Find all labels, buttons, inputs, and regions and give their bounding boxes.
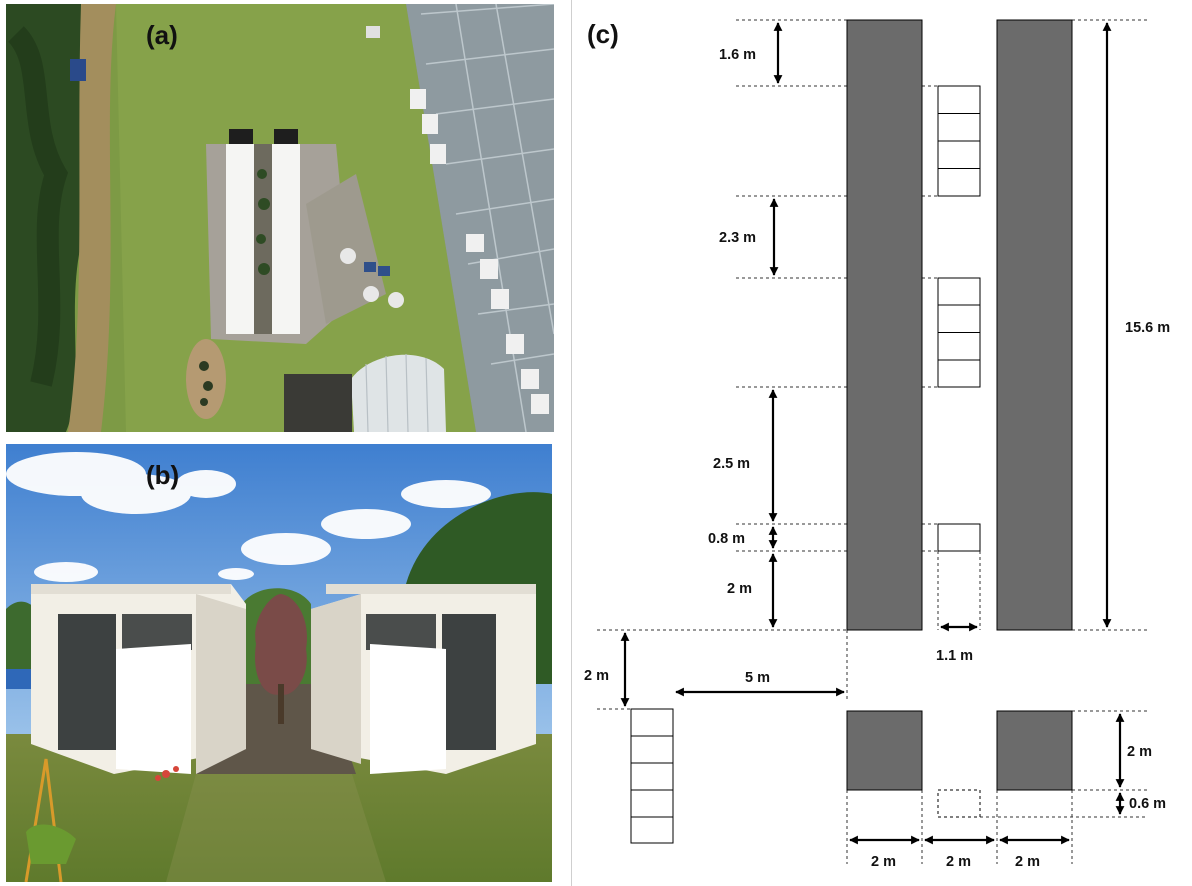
- right-wall: [996, 19, 1073, 631]
- dim-end-gap: 0.6 m: [1129, 796, 1166, 812]
- right-end-wall: [996, 710, 1073, 791]
- panel-a-label: (a): [146, 20, 178, 50]
- left-end-wall: [846, 710, 923, 791]
- dim-width-right: 2 m: [1015, 854, 1040, 870]
- ground-photo: (b): [6, 444, 552, 882]
- plot-block-2: [937, 277, 981, 388]
- plot-block-dashed: [937, 789, 981, 818]
- aerial-photo: (a): [6, 4, 554, 432]
- dim-width-mid: 2 m: [946, 854, 971, 870]
- plot-block-3: [937, 523, 981, 552]
- left-wall: [846, 19, 923, 631]
- dim-lower-offset-v: 2 m: [584, 668, 609, 684]
- dim-small-block: 0.8 m: [708, 531, 745, 547]
- panel-b-label: (b): [146, 460, 179, 490]
- plot-block-1: [937, 85, 981, 197]
- dim-bottom-gap: 2 m: [727, 581, 752, 597]
- dim-mid-gap-1: 2.3 m: [719, 230, 756, 246]
- diagram-canvas: (c): [584, 19, 1170, 870]
- dimension-arrows: [620, 22, 1125, 845]
- dim-block-width: 1.1 m: [936, 648, 973, 664]
- dim-lower-offset-h: 5 m: [745, 670, 770, 686]
- dim-total-length: 15.6 m: [1125, 320, 1170, 336]
- plot-block-outside: [630, 708, 674, 844]
- dim-top-gap: 1.6 m: [719, 47, 756, 63]
- dim-end-height: 2 m: [1127, 744, 1152, 760]
- dim-mid-gap-2: 2.5 m: [713, 456, 750, 472]
- panel-c-label: (c): [587, 19, 619, 49]
- dim-width-left: 2 m: [871, 854, 896, 870]
- layout-diagram: (c): [571, 0, 1192, 886]
